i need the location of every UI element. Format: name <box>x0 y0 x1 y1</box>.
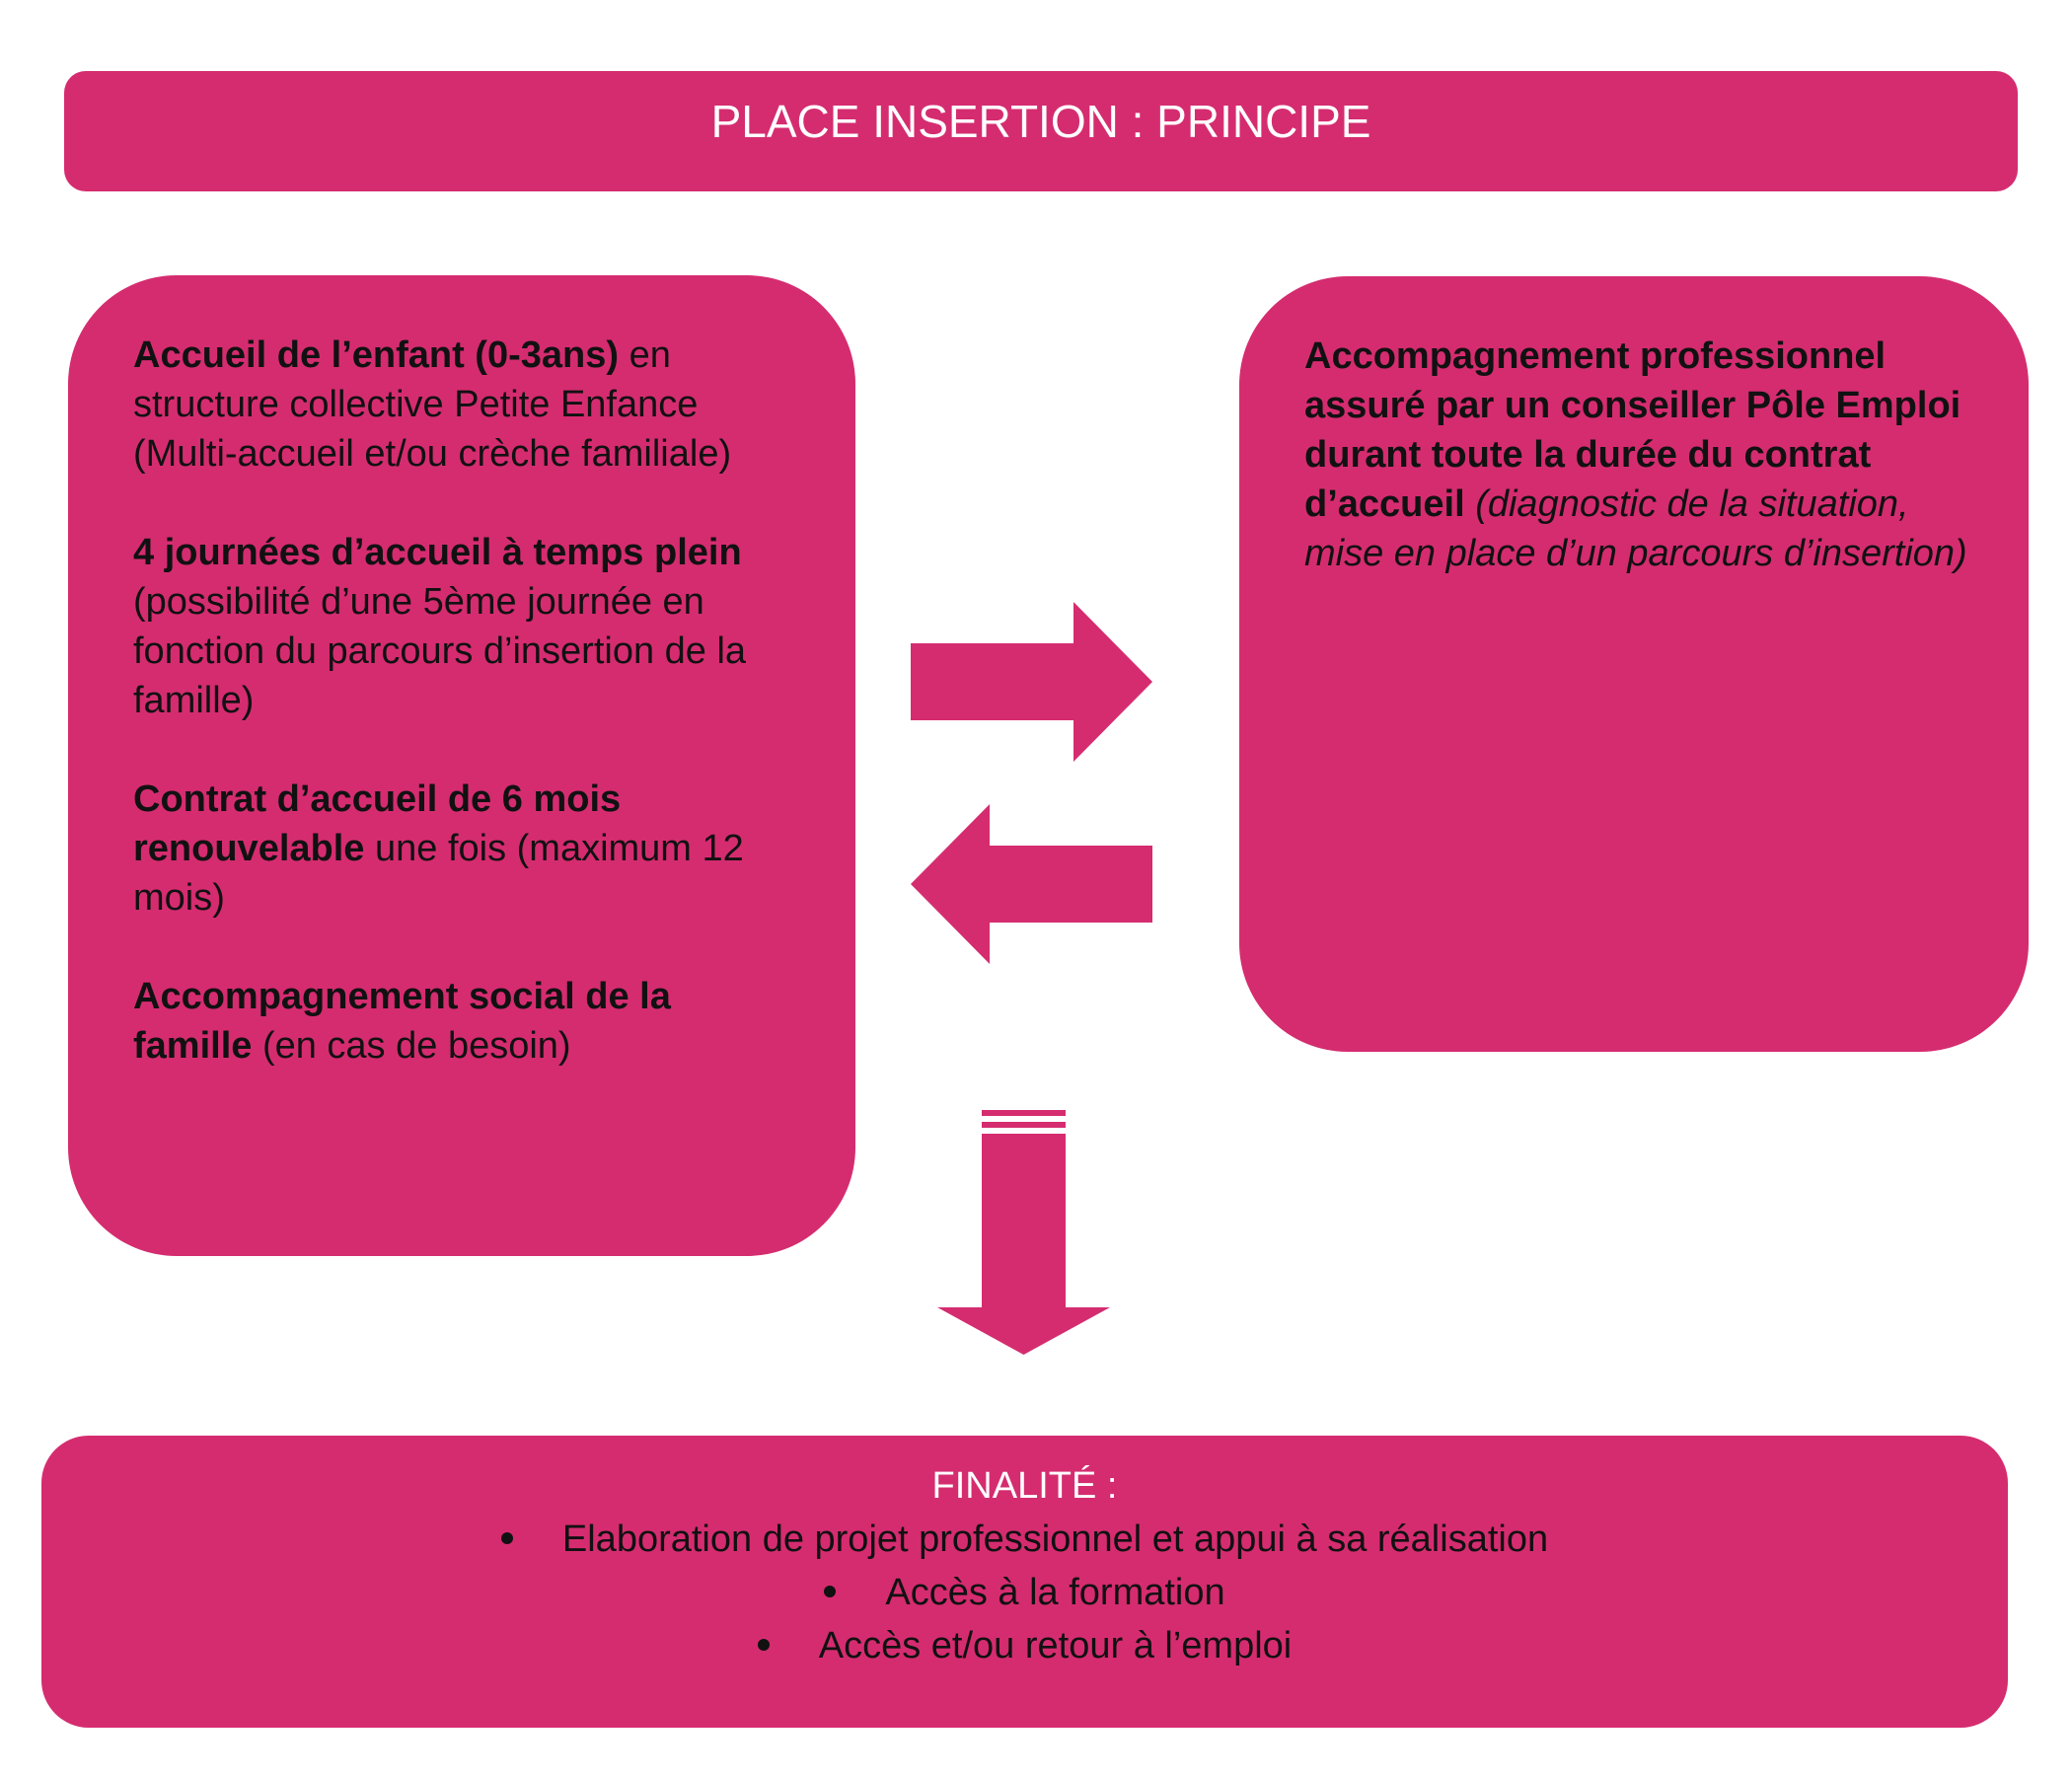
left-paragraph-3: Contrat d’accueil de 6 mois renouvelable… <box>133 775 796 923</box>
left-paragraph-4: Accompagnement social de la famille (en … <box>133 972 796 1071</box>
diagram-title: PLACE INSERTION : PRINCIPE <box>710 96 1371 147</box>
right-bold: Accompagnement professionnel assuré par … <box>1304 335 1961 525</box>
left-paragraph-2: 4 journées d’accueil à temps plein (poss… <box>133 528 796 725</box>
finalite-item-text: Elaboration de projet professionnel et a… <box>561 1519 1549 1560</box>
left-p4-rest: (en cas de besoin) <box>252 1025 571 1067</box>
finalite-box: FINALITÉ : Elaboration de projet profess… <box>41 1436 2008 1728</box>
finalite-item-text: Accès à la formation <box>885 1572 1225 1613</box>
left-p3-rest: une fois (maximum 12 mois) <box>133 828 744 919</box>
finalite-item: Accès et/ou retour à l’emploi <box>41 1619 2008 1672</box>
right-italic: (diagnostic de la situation, mise en pla… <box>1304 483 1967 574</box>
arrow-right-icon <box>911 602 1152 762</box>
left-box-child-care: Accueil de l’enfant (0-3ans) en structur… <box>68 275 855 1256</box>
finalite-item-text: Accès et/ou retour à l’emploi <box>818 1625 1293 1667</box>
arrow-left-icon <box>911 804 1152 964</box>
left-paragraph-1: Accueil de l’enfant (0-3ans) en structur… <box>133 331 796 479</box>
right-paragraph: Accompagnement professionnel assuré par … <box>1304 332 1969 578</box>
bullet-icon <box>824 1585 837 1597</box>
left-p2-rest: (possibilité d’une 5ème journée en fonct… <box>133 581 747 721</box>
left-p1-rest: en structure collective Petite Enfance (… <box>133 334 732 475</box>
finalite-item: Elaboration de projet professionnel et a… <box>41 1513 2008 1566</box>
bullet-icon <box>757 1638 770 1651</box>
left-p4-bold: Accompagnement social de la famille <box>133 976 671 1067</box>
finalite-item: Accès à la formation <box>41 1566 2008 1619</box>
left-p3-bold: Contrat d’accueil de 6 mois renouvelable <box>133 778 622 869</box>
arrow-down-icon <box>937 1110 1110 1355</box>
title-bar: PLACE INSERTION : PRINCIPE <box>64 71 2018 191</box>
bullet-icon <box>500 1531 513 1544</box>
finalite-title: FINALITÉ : <box>931 1465 1118 1507</box>
left-p1-bold: Accueil de l’enfant (0-3ans) <box>133 334 620 376</box>
left-p2-bold: 4 journées d’accueil à temps plein <box>133 532 742 573</box>
right-box-professional-support: Accompagnement professionnel assuré par … <box>1239 276 2029 1052</box>
